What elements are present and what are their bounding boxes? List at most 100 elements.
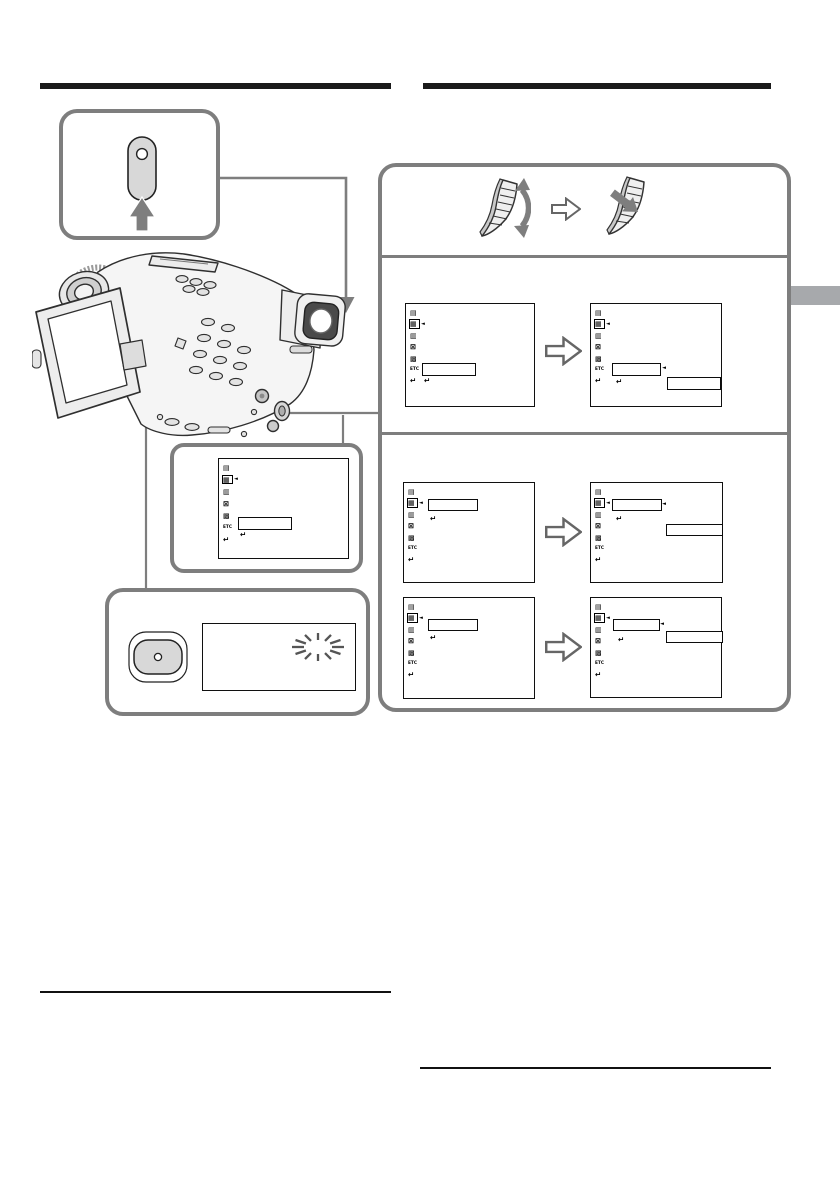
menu-item-box xyxy=(428,619,478,631)
camera-set-icon: ▦◄ xyxy=(406,497,423,509)
player-set-icon: ▥ xyxy=(595,330,602,340)
left-section-rule xyxy=(40,83,391,89)
lcd-set-icon: ⊠ xyxy=(595,342,601,352)
chapter-edge-tab xyxy=(781,286,840,305)
left-footnote-rule xyxy=(40,991,391,993)
etc-icon: ETC xyxy=(595,545,605,551)
sel-push-exec-dial-turn xyxy=(479,178,531,238)
menu-cursor-icon: ◄ xyxy=(606,614,610,621)
return-icon: ↵ xyxy=(595,555,601,565)
menu-cursor-icon: ◄ xyxy=(421,320,425,327)
menu-icon-column: ▤▦◄▥ ⊠▩ ETC ↵ xyxy=(593,308,610,386)
lcd-screen: ▤▦◄▥ ⊠▩ ETC ↵ ↵ xyxy=(403,482,535,583)
return-icon: ↵ xyxy=(408,555,414,565)
return-icon: ↵ xyxy=(616,514,623,523)
tape-set-icon: ▩ xyxy=(595,532,602,542)
camera-set-icon: ▦◄ xyxy=(593,497,610,509)
etc-icon: ETC xyxy=(595,366,605,372)
blinking-screen xyxy=(202,623,356,691)
etc-icon: ETC xyxy=(408,660,418,666)
lcd-set-icon: ⊠ xyxy=(408,636,414,646)
lcd-set-icon: ⊠ xyxy=(408,521,414,531)
manual-set-icon: ▤ xyxy=(408,602,415,611)
open-arrow-icon xyxy=(545,517,582,547)
lcd-screen: ▤▦◄▥⊠▩ETC↵ ↵ xyxy=(218,458,349,559)
menu-icon-column: ▤▦◄▥⊠▩ETC↵ xyxy=(221,463,238,544)
step-separator-2 xyxy=(382,432,787,435)
manual-set-icon: ▤ xyxy=(408,487,415,496)
lcd-set-icon: ⊠ xyxy=(595,636,601,646)
menu-item-box xyxy=(422,363,476,376)
return-icon: ↵ xyxy=(223,534,229,544)
player-set-icon: ▥ xyxy=(595,509,602,519)
open-arrow-icon xyxy=(551,197,581,221)
menu-button-callout xyxy=(59,109,220,240)
return-icon: ↵ xyxy=(616,377,623,386)
tape-set-icon: ▩ xyxy=(595,353,602,363)
return-icon: ↵ xyxy=(430,633,437,642)
submenu-option-box xyxy=(667,377,721,390)
camera-set-icon: ▦◄ xyxy=(593,318,610,330)
menu-cursor-icon: ◄ xyxy=(419,614,423,621)
return-icon: ↵ xyxy=(595,670,601,680)
return-icon: ↵ xyxy=(240,530,247,539)
manual-set-icon: ▤ xyxy=(223,463,230,472)
manual-set-icon: ▤ xyxy=(595,308,602,317)
right-footnote-rule xyxy=(420,1067,771,1069)
menu-item-box xyxy=(238,517,292,530)
submenu-option-box xyxy=(666,631,723,643)
player-set-icon: ▥ xyxy=(408,509,415,519)
etc-icon: ETC xyxy=(595,660,605,666)
camera-set-icon: ▦◄ xyxy=(406,612,423,624)
menu-icon-column: ▤▦◄▥ ⊠▩ ETC ↵ xyxy=(593,487,610,565)
return-icon: ↵ xyxy=(408,670,414,680)
menu-item-box xyxy=(613,619,660,631)
etc-icon: ETC xyxy=(410,366,420,372)
open-arrow-icon xyxy=(545,336,582,366)
lcd-screen: ▤▦◄▥ ⊠▩ ETC ↵ ◄ ↵ xyxy=(590,482,723,583)
menu-cursor-icon: ◄ xyxy=(662,365,666,371)
menu-icon-column: ▤▦◄▥ ⊠▩ ETC ↵ xyxy=(406,487,423,565)
lcd-screen: ▤▦◄▥ ⊠▩ ETC ↵ ↵ xyxy=(405,303,535,407)
menu-cursor-icon: ◄ xyxy=(606,320,610,327)
menu-cursor-icon: ◄ xyxy=(419,499,423,506)
sel-push-exec-dial-press xyxy=(606,176,645,236)
submenu-option-box xyxy=(666,524,723,536)
return-icon: ↵ xyxy=(424,376,431,385)
sel-push-exec-dial-on-body xyxy=(266,400,291,433)
menu-icon-column: ▤▦◄▥⊠▩ETC↵ xyxy=(593,602,610,680)
tape-set-icon: ▩ xyxy=(408,532,415,542)
player-set-icon: ▥ xyxy=(410,330,417,340)
lcd-set-icon: ⊠ xyxy=(410,342,416,352)
manual-set-icon: ▤ xyxy=(595,602,602,611)
press-arrow xyxy=(610,189,638,212)
blinking-display-indicator xyxy=(292,633,344,661)
tape-set-icon: ▩ xyxy=(595,647,602,657)
lcd-screen: ▤▦◄▥⊠▩ETC↵ ◄ ↵ xyxy=(590,597,723,698)
menu-cursor-icon: ◄ xyxy=(660,621,664,627)
open-arrow-icon xyxy=(545,632,582,662)
return-icon: ↵ xyxy=(430,514,437,523)
tape-set-icon: ▩ xyxy=(408,647,415,657)
tape-set-icon: ▩ xyxy=(410,353,417,363)
return-icon: ↵ xyxy=(595,376,601,386)
etc-icon: ETC xyxy=(223,524,233,530)
manual-set-icon: ▤ xyxy=(410,308,417,317)
manual-set-icon: ▤ xyxy=(595,487,602,496)
menu-cursor-icon: ◄ xyxy=(234,476,238,483)
procedure-steps-box: ▤▦◄▥⊠▩ETC↵ ↵ ▤▦◄▥⊠▩ETC↵ ◄ ↵ ▤▦◄▥⊠▩ETC↵ ↵… xyxy=(378,163,791,712)
display-button-illustration xyxy=(128,631,188,683)
return-icon: ↵ xyxy=(410,376,416,386)
turn-arrow xyxy=(519,188,531,228)
lcd-screen: ▤▦◄▥⊠▩ETC↵ ↵ xyxy=(403,597,535,699)
tape-set-icon: ▩ xyxy=(223,510,230,520)
etc-icon: ETC xyxy=(408,545,418,551)
menu-icon-column: ▤▦◄▥ ⊠▩ ETC ↵ xyxy=(408,308,425,386)
player-set-icon: ▥ xyxy=(595,624,602,634)
camera-set-icon: ▦◄ xyxy=(408,318,425,330)
menu-icon-column: ▤▦◄▥⊠▩ETC↵ xyxy=(406,602,423,680)
menu-cursor-icon: ◄ xyxy=(606,499,610,506)
lcd-set-icon: ⊠ xyxy=(595,521,601,531)
step-separator-1 xyxy=(382,255,787,258)
